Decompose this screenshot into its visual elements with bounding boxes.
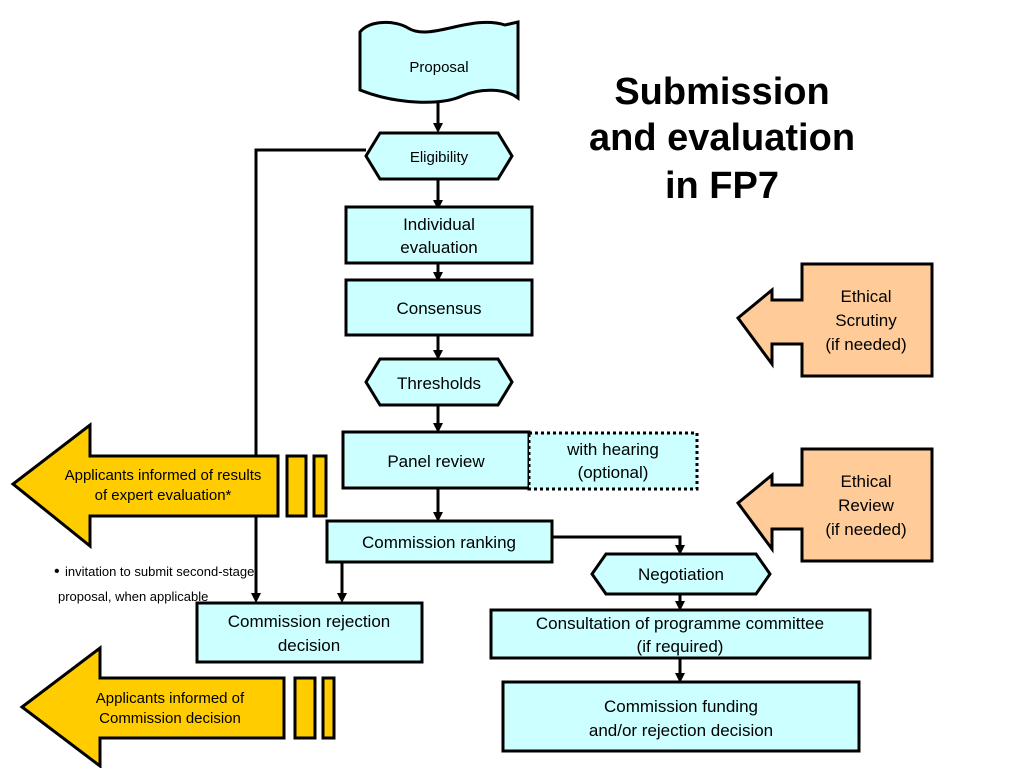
svg-text:(if needed): (if needed) <box>825 335 906 354</box>
node-proposal: Proposal <box>358 20 520 104</box>
svg-text:Consensus: Consensus <box>396 299 481 318</box>
svg-text:with hearing: with hearing <box>566 440 659 459</box>
node-individual-evaluation: Individual evaluation <box>344 205 534 265</box>
svg-text:and evaluation: and evaluation <box>589 117 855 159</box>
svg-text:Eligibility: Eligibility <box>410 149 469 166</box>
ethical-scrutiny-arrow: Ethical Scrutiny (if needed) <box>735 262 934 378</box>
svg-text:Consultation of programme comm: Consultation of programme committee <box>536 614 824 633</box>
node-consultation: Consultation of programme committee (if … <box>489 608 872 660</box>
svg-text:Thresholds: Thresholds <box>397 374 481 393</box>
svg-text:Commission rejection: Commission rejection <box>228 612 391 631</box>
svg-text:invitation to submit second-st: invitation to submit second-stage <box>65 564 254 579</box>
svg-text:Ethical: Ethical <box>840 287 891 306</box>
applicants-commission-arrow: Applicants informed of Commission decisi… <box>19 644 336 768</box>
node-commission-funding: Commission funding and/or rejection deci… <box>501 680 861 753</box>
svg-text:proposal, when applicable: proposal, when applicable <box>58 589 208 604</box>
svg-text:(if needed): (if needed) <box>825 520 906 539</box>
footnote: • invitation to submit second-stage prop… <box>54 563 254 604</box>
node-consensus: Consensus <box>344 278 534 337</box>
svg-text:Commission funding: Commission funding <box>604 697 758 716</box>
svg-text:Panel review: Panel review <box>387 452 485 471</box>
svg-text:decision: decision <box>278 636 340 655</box>
node-panel-review: Panel review <box>341 430 531 490</box>
svg-text:Commission decision: Commission decision <box>99 710 241 727</box>
svg-text:Negotiation: Negotiation <box>638 565 724 584</box>
connector-lines <box>251 96 685 683</box>
svg-text:in FP7: in FP7 <box>665 165 779 207</box>
svg-text:Submission: Submission <box>614 71 829 113</box>
node-commission-ranking: Commission ranking <box>325 519 554 564</box>
svg-text:(optional): (optional) <box>578 463 649 482</box>
node-commission-rejection: Commission rejection decision <box>195 601 424 664</box>
svg-text:Commission ranking: Commission ranking <box>362 533 516 552</box>
svg-text:and/or rejection decision: and/or rejection decision <box>589 721 773 740</box>
ethical-review-arrow: Ethical Review (if needed) <box>735 447 934 563</box>
node-thresholds: Thresholds <box>364 357 514 407</box>
svg-text:evaluation: evaluation <box>400 238 478 257</box>
svg-text:(if required): (if required) <box>637 637 724 656</box>
svg-text:of expert evaluation*: of expert evaluation* <box>95 487 232 504</box>
svg-text:Proposal: Proposal <box>409 59 468 76</box>
node-eligibility: Eligibility <box>364 131 514 181</box>
svg-text:•: • <box>54 563 60 580</box>
svg-text:Individual: Individual <box>403 215 475 234</box>
applicants-expert-arrow: Applicants informed of results of expert… <box>10 421 328 550</box>
svg-text:Applicants informed of: Applicants informed of <box>96 690 245 707</box>
svg-text:Scrutiny: Scrutiny <box>835 311 897 330</box>
svg-text:Applicants informed of results: Applicants informed of results <box>65 467 262 484</box>
svg-text:Ethical: Ethical <box>840 472 891 491</box>
node-negotiation: Negotiation <box>590 552 772 596</box>
node-with-hearing: with hearing (optional) <box>527 431 699 491</box>
page-title: Submission and evaluation in FP7 <box>589 71 855 207</box>
svg-text:Review: Review <box>838 496 894 515</box>
